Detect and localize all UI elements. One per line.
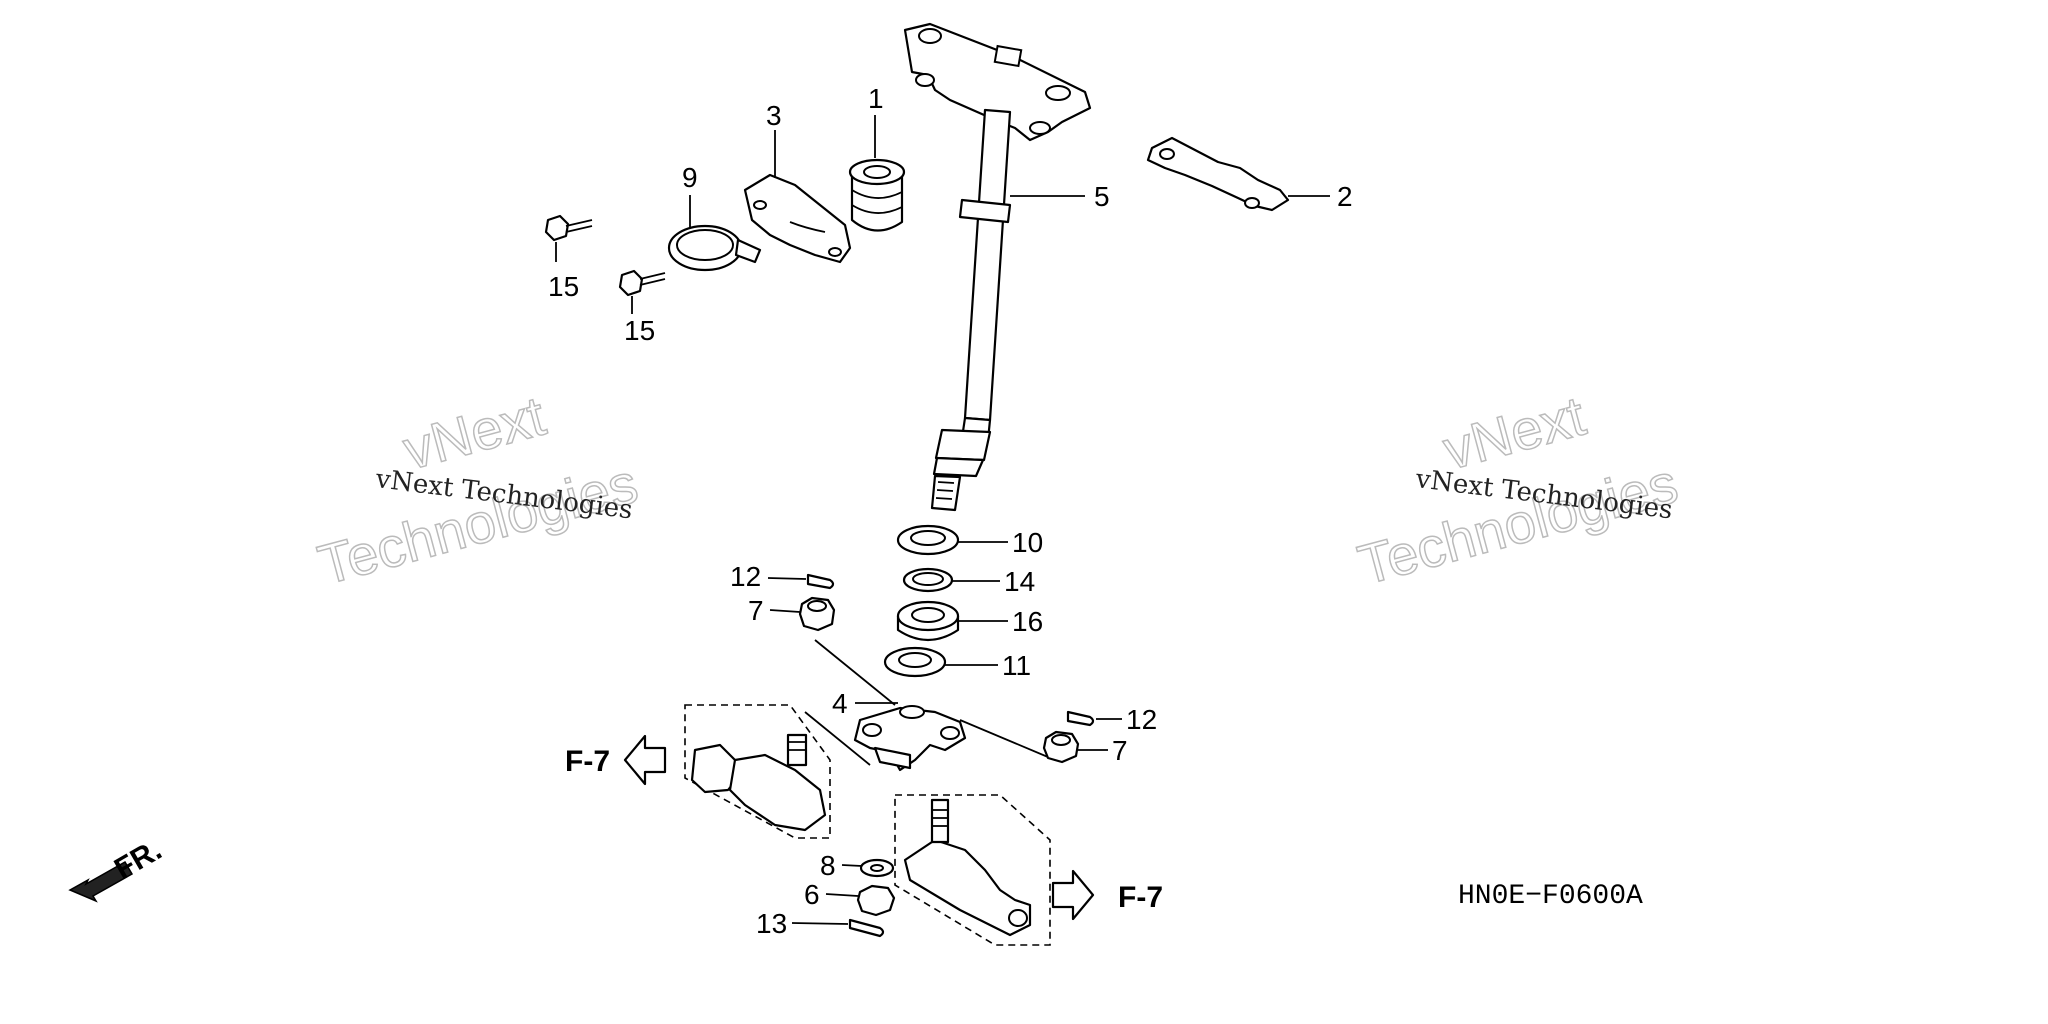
castle-nut-part-7-b (1042, 730, 1080, 764)
seal-part-14 (902, 567, 954, 593)
callout-11: 11 (1002, 650, 1031, 681)
leader-12-a (767, 577, 807, 580)
tie-rod-end-right-box (894, 794, 1051, 946)
holder-part-3 (743, 173, 852, 264)
callout-14: 14 (1004, 566, 1035, 597)
connect-line-left-bottom (804, 711, 871, 766)
tie-rod-end-left-box (684, 704, 831, 839)
callout-15-b: 15 (624, 315, 655, 346)
callout-12-a: 12 (730, 561, 761, 592)
ref-arrow-left: F-7 (565, 734, 667, 786)
tie-rod-end-right (894, 794, 1051, 946)
callout-3: 3 (766, 100, 782, 131)
front-arrow-icon (68, 860, 134, 903)
callout-2: 2 (1337, 181, 1353, 212)
tie-rod-end-left (684, 704, 831, 839)
watermark-left: vNext Technologies vNext Technologies (311, 383, 645, 598)
steering-arm-part-4 (853, 705, 967, 772)
watermark-right-big-2: Technologies (1352, 451, 1684, 596)
cotter-pin-part-12-a (806, 573, 835, 590)
cotter-pin-part-13 (848, 918, 885, 938)
callout-6: 6 (804, 879, 820, 910)
bearing-part-10 (896, 524, 960, 556)
clamp-part-9 (667, 224, 762, 272)
watermark-right: vNext Technologies vNext Technologies (1351, 383, 1685, 598)
callout-12-b: 12 (1126, 704, 1157, 735)
callout-7-b: 7 (1112, 735, 1128, 766)
bushing-part-1 (848, 158, 906, 232)
callout-8: 8 (820, 850, 836, 881)
callout-7-a: 7 (748, 595, 764, 626)
ref-left-label: F-7 (565, 745, 610, 778)
leader-13 (791, 922, 849, 925)
callout-1: 1 (868, 83, 884, 114)
ref-arrow-right: F-7 (1051, 869, 1163, 921)
callout-10: 10 (1012, 527, 1043, 558)
leader-8 (841, 864, 863, 867)
bearing-part-16 (896, 600, 960, 641)
callout-9: 9 (682, 162, 698, 193)
diagram-code: HN0E−F0600A (1458, 881, 1643, 912)
leader-6 (825, 893, 859, 897)
ref-right-label: F-7 (1118, 881, 1163, 914)
callout-4: 4 (832, 688, 848, 719)
callout-15-a: 15 (548, 271, 579, 302)
nut-part-6 (856, 884, 896, 917)
watermark-right-big-1: vNext (1437, 384, 1592, 482)
steering-shaft-part-5 (903, 22, 1092, 512)
callout-5: 5 (1094, 181, 1110, 212)
callout-16: 16 (1012, 606, 1043, 637)
watermark-left-big-1: vNext (397, 384, 552, 482)
holder-part-2 (1146, 136, 1290, 212)
watermark-left-big-2: Technologies (312, 451, 644, 596)
callout-13: 13 (756, 908, 787, 939)
washer-part-8 (859, 858, 895, 878)
front-direction-indicator: FR. (68, 833, 167, 903)
connect-line-right (959, 719, 1056, 761)
leader-7-a (769, 609, 801, 613)
seal-part-11 (883, 646, 947, 678)
bolt-part-15-b (618, 269, 666, 297)
connect-line-left-top (814, 639, 896, 706)
bolt-part-15-a (544, 214, 593, 242)
cotter-pin-part-12-b (1066, 710, 1095, 727)
castle-nut-part-7-a (798, 596, 836, 632)
